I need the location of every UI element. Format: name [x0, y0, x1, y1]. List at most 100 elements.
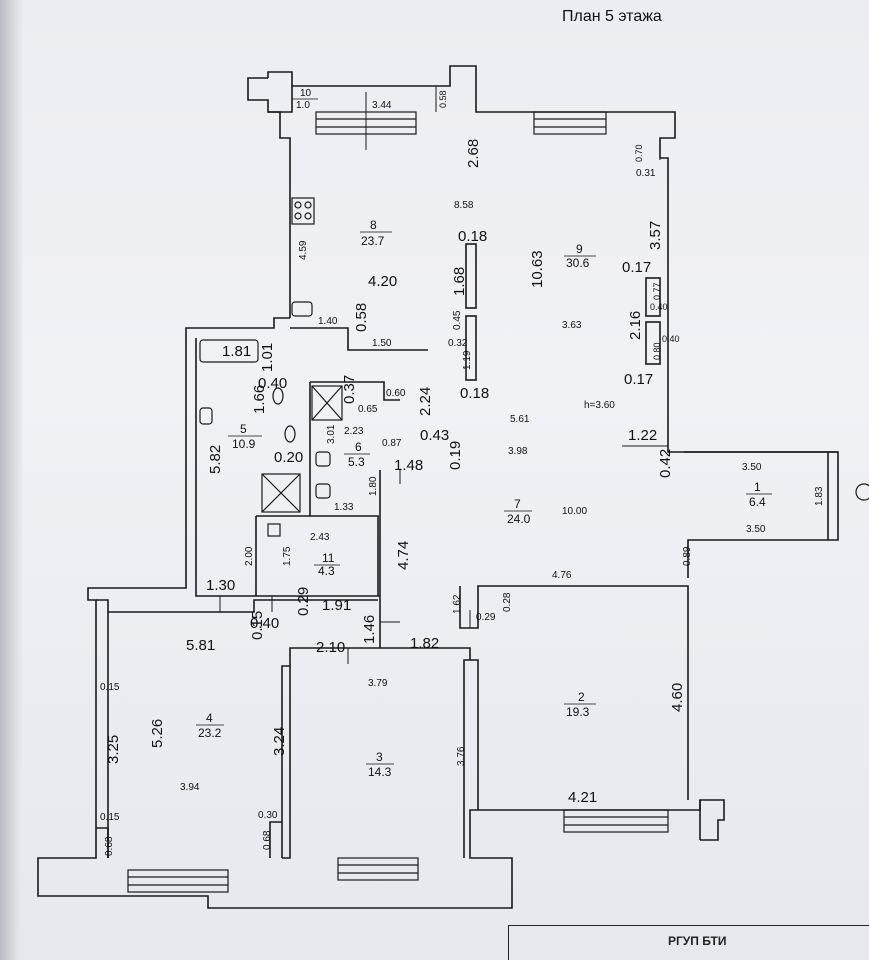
dim-label: 1.75	[282, 546, 293, 566]
dim-label: 1.82	[410, 635, 439, 652]
dim-label: 2.16	[627, 311, 644, 340]
room-6-number: 6	[355, 440, 362, 454]
dim-label: 3.76	[456, 746, 467, 766]
wall-pillar-left	[96, 827, 109, 858]
walls	[37, 65, 839, 909]
column-3	[645, 277, 661, 317]
room-1-area: 6.4	[749, 495, 766, 509]
dim-label: 0.42	[657, 449, 674, 478]
dim-label: 1.33	[334, 502, 354, 513]
room-2-area: 19.3	[566, 705, 590, 719]
dim-label: 1.66	[251, 385, 268, 414]
dim-label: 1.62	[452, 594, 463, 614]
ceiling-height-label: h=3.60	[584, 400, 615, 411]
dim-label: 0.32	[448, 338, 468, 349]
dim-label: 0.19	[447, 441, 464, 470]
wall-room2-left	[470, 659, 479, 810]
dim-label: 0.30	[258, 810, 278, 821]
dim-label: 0.20	[274, 449, 303, 466]
room-9-number: 9	[576, 242, 583, 256]
dim-label: 0.40	[258, 375, 287, 392]
dim-label: 3.63	[562, 320, 582, 331]
dim-label: 0.60	[386, 388, 406, 399]
dim-label: 3.57	[647, 221, 664, 250]
dim-label: 1.40	[318, 316, 338, 327]
dim-label: 0.68	[104, 836, 115, 856]
dim-label: 0.37	[341, 375, 358, 404]
dim-label: 1.68	[451, 267, 468, 296]
dim-label: 0.15	[249, 611, 266, 640]
dim-label: 0.58	[438, 90, 448, 108]
column-2	[465, 315, 477, 381]
dim-label: 1.19	[462, 350, 473, 370]
room-10-number: 10	[300, 88, 312, 99]
windows	[127, 111, 669, 893]
sink-icon	[272, 387, 284, 405]
vent-icon	[267, 523, 281, 537]
window-bottom-1	[127, 869, 229, 893]
column-1	[465, 243, 477, 309]
room-10-area: 1.0	[296, 100, 310, 111]
dim-label: 1.80	[368, 476, 379, 496]
room-7-number: 7	[514, 497, 521, 511]
dim-label: 2.00	[244, 546, 255, 566]
room-5-area: 10.9	[232, 437, 256, 451]
toilet-3-icon	[315, 483, 331, 499]
dim-label: 3.79	[368, 678, 388, 689]
dim-label: 0.18	[458, 228, 487, 245]
dim-label: 4.20	[368, 273, 397, 290]
room-2-number: 2	[578, 690, 585, 704]
dim-label: 3.50	[746, 524, 766, 535]
wall-shower-top	[310, 381, 400, 401]
stove-icon	[291, 197, 315, 225]
toilet-2-icon	[315, 451, 331, 467]
dim-label: 1.91	[322, 597, 351, 614]
shower-tray-icon	[311, 385, 343, 421]
dim-label: 0.40	[250, 615, 279, 632]
room-6-area: 5.3	[348, 455, 365, 469]
dim-label: 0.17	[624, 371, 653, 388]
dim-label: 0.15	[100, 682, 120, 693]
riser-icon	[855, 483, 869, 501]
dim-label: 0.15	[100, 812, 120, 823]
dim-label: 1.30	[206, 577, 235, 594]
window-top-2	[533, 111, 607, 135]
room-labels: 10 1.0 8 23.7 9 30.6 5 10.9 6 5.3 7 24.0…	[196, 88, 772, 779]
dim-label: 0.40	[650, 302, 668, 312]
dim-label: 2.23	[344, 426, 364, 437]
outer-wall-top-left	[247, 77, 293, 113]
dim-label: 0.65	[358, 404, 378, 415]
wall-room4-right	[282, 666, 291, 859]
page-title: План 5 этажа	[562, 8, 662, 25]
wall-room4-left	[96, 599, 109, 858]
dim-label: 0.17	[622, 259, 651, 276]
wall-pillar	[269, 821, 282, 858]
toilet-icon	[199, 407, 213, 425]
dim-label: 1.83	[814, 486, 825, 506]
dim-label: 8.58	[454, 200, 474, 211]
dim-label: 10.63	[529, 250, 546, 288]
wall-room3-left	[281, 647, 380, 858]
dim-label: 4.21	[568, 789, 597, 806]
wall-room11	[256, 515, 379, 596]
window-bottom-3	[563, 809, 669, 833]
fixtures	[199, 197, 869, 537]
dim-label: 0.87	[382, 438, 402, 449]
room-3-area: 14.3	[368, 765, 392, 779]
outer-wall-right	[267, 65, 839, 578]
room-11-number: 11	[322, 551, 335, 565]
bti-stamp-label: РГУП БТИ	[668, 934, 727, 948]
room-1-number: 1	[754, 480, 761, 494]
dim-label: 0.89	[682, 546, 693, 566]
dim-label: 0.45	[452, 310, 463, 330]
room-9-area: 30.6	[566, 256, 590, 270]
dim-label: 0.77	[652, 282, 662, 300]
dim-label: 1.48	[394, 457, 423, 474]
dim-label: 3.94	[180, 782, 200, 793]
wall-corridor-top	[290, 327, 428, 351]
dim-label: 2.43	[310, 532, 330, 543]
dim-label: 0.80	[652, 342, 662, 360]
dim-label: 0.29	[295, 587, 312, 616]
dim-label: 3.24	[271, 727, 288, 756]
